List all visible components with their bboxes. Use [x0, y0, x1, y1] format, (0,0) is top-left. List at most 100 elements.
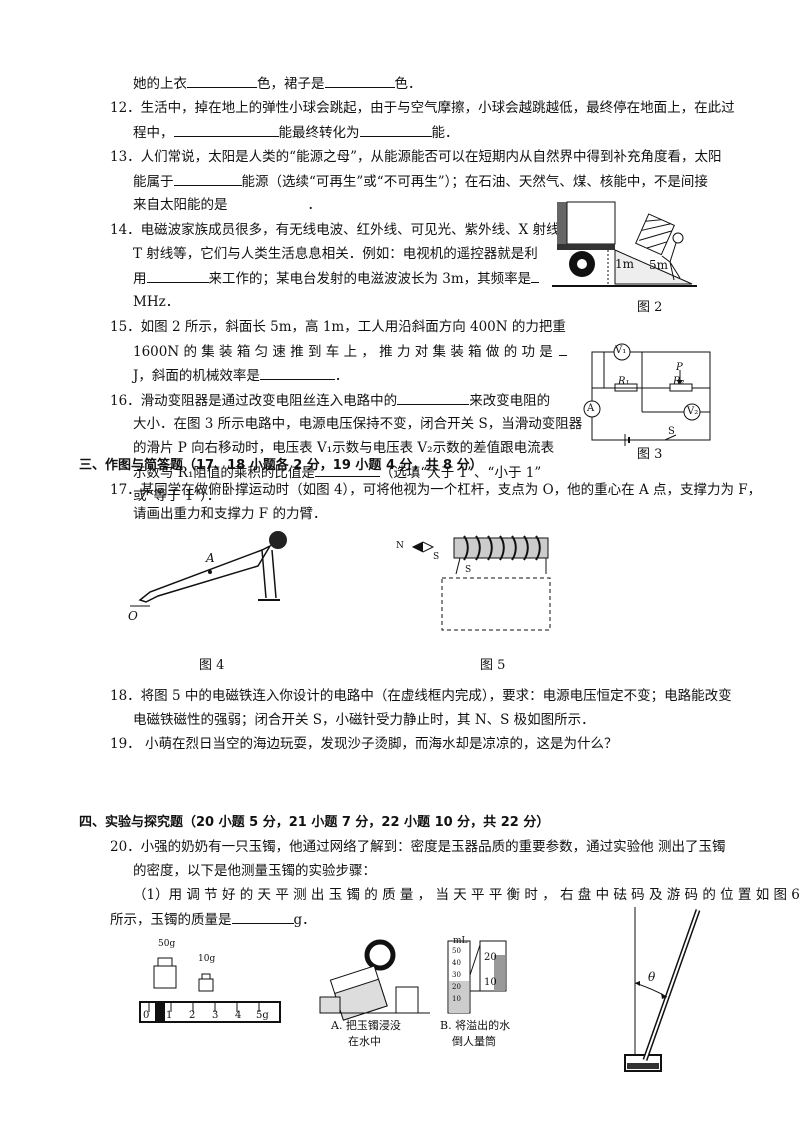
q16-blank-2[interactable] [314, 462, 380, 477]
q15-blank-1[interactable] [558, 341, 567, 356]
rod-theta-label: θ [648, 970, 656, 984]
fig6-weight-50-label: 50g [158, 939, 176, 949]
fig4-o-label: O [128, 609, 138, 623]
fig5-coil-s-label: S [465, 565, 472, 575]
q14-line-3: 用 来工作的；某电台发射的电滋波波长为 3m，其频率是 [133, 268, 540, 289]
q20-line-4: 所示，玉镯的质量是 g． [110, 909, 316, 930]
q15-blank-2[interactable] [259, 365, 335, 380]
fig5-n-label: N [396, 541, 404, 551]
figure-3-circuit [583, 343, 711, 446]
q13-text-1: 能属于 [133, 174, 174, 190]
q16-text-1: 16．滑动变阻器是通过改变电阻丝连入电路中的 [110, 393, 398, 409]
caption-a-line-2: 在水中 [348, 1035, 381, 1048]
q14-line-4: MHz． [133, 294, 180, 310]
fig3-v1-label: V₁ [615, 345, 627, 356]
cylinder-mark-30: 30 [452, 971, 461, 979]
fig4-a-label: A [206, 551, 215, 565]
fig2-slope-label: 5m [649, 258, 669, 272]
q15-line-1: 15．如图 2 所示，斜面长 5m，高 1m，工人用沿斜面方向 400N 的力把… [110, 319, 566, 335]
q15-text-1: 1600N 的 集 装 箱 匀 速 推 到 车 上 ， 推 力 对 集 装 箱 … [133, 344, 553, 360]
q11-text-3: 色． [394, 76, 422, 92]
caption-a-line-1: A. 把玉镯浸没 [331, 1019, 401, 1032]
q14-text-1: 用 [133, 271, 147, 287]
q19-line-1: 19． 小萌在烈日当空的海边玩耍，发现沙子烫脚，而海水却是凉凉的，这是为什么？ [110, 736, 618, 752]
cylinder-mark-10: 10 [452, 995, 461, 1003]
fig3-r1-label: R₁ [618, 376, 630, 387]
q13-text-2: 能源（选续“可再生”或“不可再生”）；在石油、天然气、煤、核能中，不是间接 [241, 174, 708, 190]
q17-line-1: 17．某同学在做俯卧撑运动时（如图 4），可将他视为一个杠杆，支点为 O，他的重… [110, 482, 762, 498]
q13-line-3: 来自太阳能的是 ． [133, 195, 321, 215]
q15-line-2: 1600N 的 集 装 箱 匀 速 推 到 车 上 ， 推 力 对 集 装 箱 … [133, 341, 567, 362]
fig3-caption: 图 3 [637, 447, 663, 462]
q14-blank-1[interactable] [146, 268, 209, 283]
section-3-title: 三、作图与简答题（17、18 小题各 2 分，19 小题 4 分，共 8 分） [79, 458, 483, 473]
q20-line-1: 20．小强的奶奶有一只玉镯，他通过网络了解到：密度是玉器品质的重要参数，通过实验… [110, 839, 726, 855]
q13-blank-2[interactable] [228, 195, 308, 209]
fig5-s-label: S [433, 552, 440, 562]
q11-blank-1[interactable] [187, 73, 257, 88]
q12-text-2: 能最终转化为 [278, 125, 360, 141]
q18-line-1: 18．将图 5 中的电磁铁连入你设计的电路中（在虚线框内完成），要求：电源电压恒… [110, 688, 732, 704]
q16-text-4: （选填“大于 1”、“小于 1” [379, 465, 542, 481]
fig6-tick-1: 1 [166, 1010, 173, 1021]
fig2-height-label: 1m [615, 257, 635, 271]
fig3-s-label: S [668, 426, 675, 437]
q15-line-3: J，斜面的机械效率是． [133, 365, 348, 386]
zoom-mark-20: 20 [484, 952, 497, 963]
caption-b-line-1: B. 将溢出的水 [440, 1019, 511, 1032]
fig6-tick-5g: 5g [256, 1010, 269, 1021]
cylinder-mark-40: 40 [452, 959, 461, 967]
q16-blank-1[interactable] [397, 390, 470, 405]
q11-text-2: 色，裙子是 [257, 76, 325, 92]
fig6-tick-0: 0 [143, 1010, 150, 1021]
q20-blank-1[interactable] [231, 909, 294, 924]
q14-text-2: 来工作的；某电台发射的电滋波波长为 3m，其频率是 [208, 271, 532, 287]
q12-text-1: 程中， [133, 125, 174, 141]
q13-text-4: ． [307, 197, 322, 213]
figure-tilted-rod [624, 907, 701, 1072]
cylinder-mark-20: 20 [452, 983, 461, 991]
q13-blank-1[interactable] [173, 171, 242, 186]
q12-text-3: 能． [431, 125, 459, 141]
q17-line-2: 请画出重力和支撑力 F 的力臂． [133, 506, 327, 522]
figure-6-balance [139, 957, 281, 1023]
q16-text-3: 示数与 R₁阻值的乘积的比值是 [133, 465, 315, 481]
q11-line: 她的上衣 色，裙子是 色． [133, 73, 422, 94]
fig3-v2-label: V₂ [687, 406, 699, 417]
q14-blank-2[interactable] [531, 268, 540, 283]
q12-blank-1[interactable] [173, 122, 279, 137]
fig6-tick-2: 2 [189, 1010, 196, 1021]
q16-line-5: 或“等于 1”）． [133, 488, 221, 504]
figure-2-ramp [552, 201, 697, 287]
figure-overflow-cylinder [319, 939, 507, 1021]
q12-line-2: 程中， 能最终转化为 能． [133, 122, 459, 143]
q16-line-4: 示数与 R₁阻值的乘积的比值是 （选填“大于 1”、“小于 1” [133, 462, 541, 483]
q12-blank-2[interactable] [359, 122, 432, 137]
q14-line-1: 14．电磁波家族成员很多，有无线电波、红外线、可见光、紫外线、X 射线、 [110, 222, 574, 238]
fig3-r2-label: R₂ [673, 376, 685, 387]
q18-line-2: 电磁铁磁性的强弱；闭合开关 S，小磁针受力静止时，其 N、S 极如图所示． [133, 712, 595, 728]
fig6-weight-10-label: 10g [198, 954, 216, 964]
caption-b-line-2: 倒人量筒 [452, 1035, 496, 1048]
fig6-tick-3: 3 [212, 1010, 219, 1021]
q16-line-3: 的滑片 P 向右移动时，电压表 V₁示数与电压表 V₂示数的差值跟电流表 [133, 440, 555, 456]
figure-5-electromagnet [411, 535, 551, 631]
cylinder-ml-label: mL [453, 936, 468, 946]
q14-line-2: Τ 射线等，它们与人类生活息息相关．例如：电视机的遥控器就是利 [133, 246, 538, 262]
q13-line-2: 能属于 能源（选续“可再生”或“不可再生”）；在石油、天然气、煤、核能中，不是间接 [133, 171, 708, 192]
q16-line-2: 大小．在图 3 所示电路中，电源电压保持不变，闭合开关 S，当滑动变阻器 [133, 416, 583, 432]
q13-text-3: 来自太阳能的是 [133, 197, 228, 213]
cylinder-mark-50: 50 [452, 947, 461, 955]
fig3-p-label: P [676, 362, 683, 373]
fig5-caption: 图 5 [480, 658, 506, 673]
q12-line-1: 12．生活中，掉在地上的弹性小球会跳起，由于与空气摩擦，小球会越跳越低，最终停在… [110, 100, 735, 116]
q20-text-1: 所示，玉镯的质量是 [110, 912, 232, 928]
q20-text-2: g． [293, 912, 316, 928]
q20-line-2: 的密度，以下是他测量玉镯的实验步骤： [133, 863, 376, 879]
q16-text-2: 来改变电阻的 [469, 393, 551, 409]
section-4-title: 四、实验与探究题（20 小题 5 分，21 小题 7 分，22 小题 10 分，… [79, 815, 550, 830]
q16-line-1: 16．滑动变阻器是通过改变电阻丝连入电路中的 来改变电阻的 [110, 390, 550, 411]
q11-blank-2[interactable] [324, 73, 395, 88]
q11-text-1: 她的上衣 [133, 76, 187, 92]
fig2-caption: 图 2 [637, 300, 663, 315]
